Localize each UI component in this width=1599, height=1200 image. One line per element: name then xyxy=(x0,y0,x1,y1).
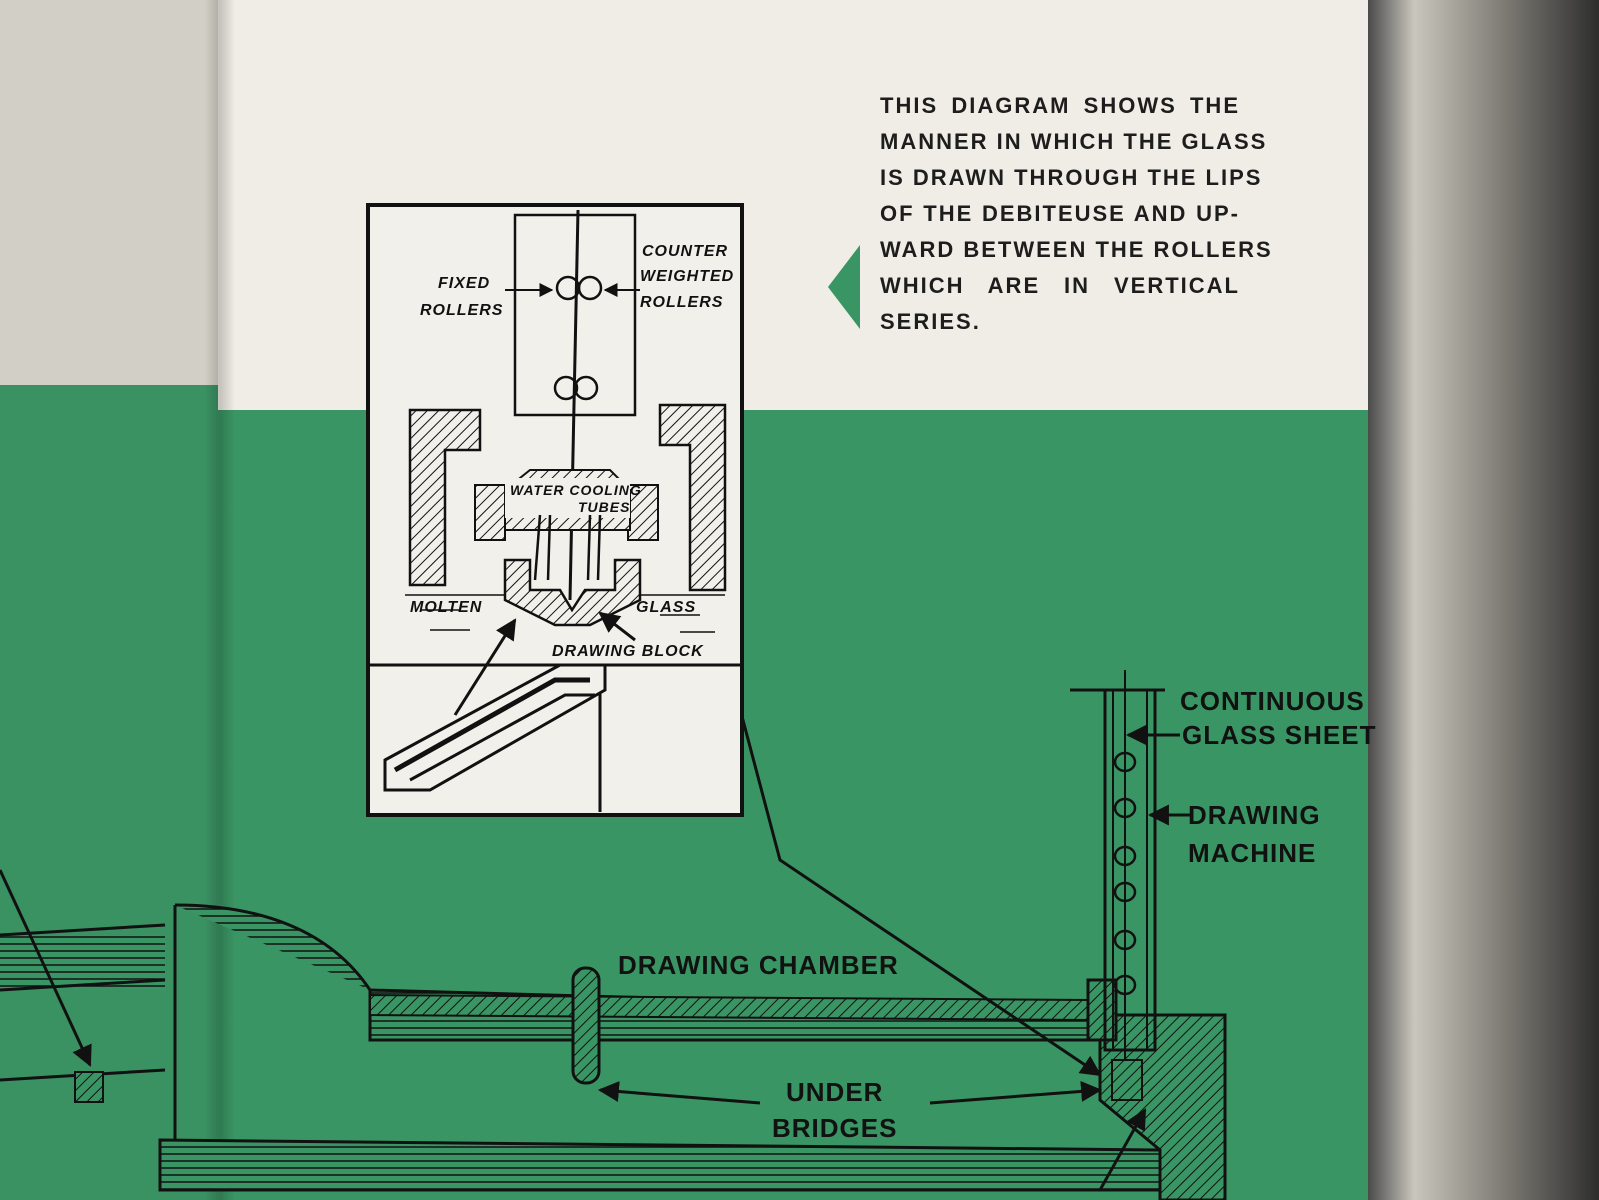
label-machine: MACHINE xyxy=(1188,838,1317,868)
caption-line: THIS DIAGRAM SHOWS THE xyxy=(880,93,1240,118)
label-fixed: FIXED xyxy=(438,275,491,292)
book-gutter xyxy=(205,0,235,1200)
caption-line: WHICH ARE IN VERTICAL xyxy=(880,273,1240,298)
left-page-drawing xyxy=(0,869,166,1103)
label-glass-sheet: GLASS SHEET xyxy=(1182,720,1377,750)
caption-line: WARD BETWEEN THE ROLLERS xyxy=(880,237,1273,262)
drawing-machine-column xyxy=(1070,670,1165,1101)
label-under: UNDER xyxy=(786,1077,884,1107)
left-page xyxy=(0,0,220,1200)
caption-line: IS DRAWN THROUGH THE LIPS xyxy=(880,165,1263,190)
factory-photo xyxy=(1368,0,1599,1200)
label-bridges: BRIDGES xyxy=(772,1113,898,1143)
caption: THIS DIAGRAM SHOWS THE MANNER IN WHICH T… xyxy=(880,88,1273,340)
label-glass: GLASS xyxy=(636,599,697,616)
caption-line: MANNER IN WHICH THE GLASS xyxy=(880,129,1268,154)
label-counter-rollers: ROLLERS xyxy=(640,294,724,311)
left-page-green-band xyxy=(0,385,220,1200)
caption-line: OF THE DEBITEUSE AND UP- xyxy=(880,201,1240,226)
label-drawing-block: DRAWING BLOCK xyxy=(552,643,704,660)
label-molten: MOLTEN xyxy=(410,599,483,616)
label-continuous: CONTINUOUS xyxy=(1180,686,1365,716)
label-fixed-rollers: ROLLERS xyxy=(420,302,504,319)
label-drawing: DRAWING xyxy=(1188,800,1321,830)
label-drawing-chamber: DRAWING CHAMBER xyxy=(618,950,899,980)
caption-line: SERIES. xyxy=(880,309,981,334)
caption-pointer-arrow xyxy=(828,245,860,329)
label-weighted: WEIGHTED xyxy=(640,268,735,285)
inset-drawing xyxy=(366,203,744,817)
label-water-cooling: WATER COOLING xyxy=(510,482,642,498)
label-tubes: TUBES xyxy=(578,499,631,515)
label-counter: COUNTER xyxy=(642,243,729,260)
